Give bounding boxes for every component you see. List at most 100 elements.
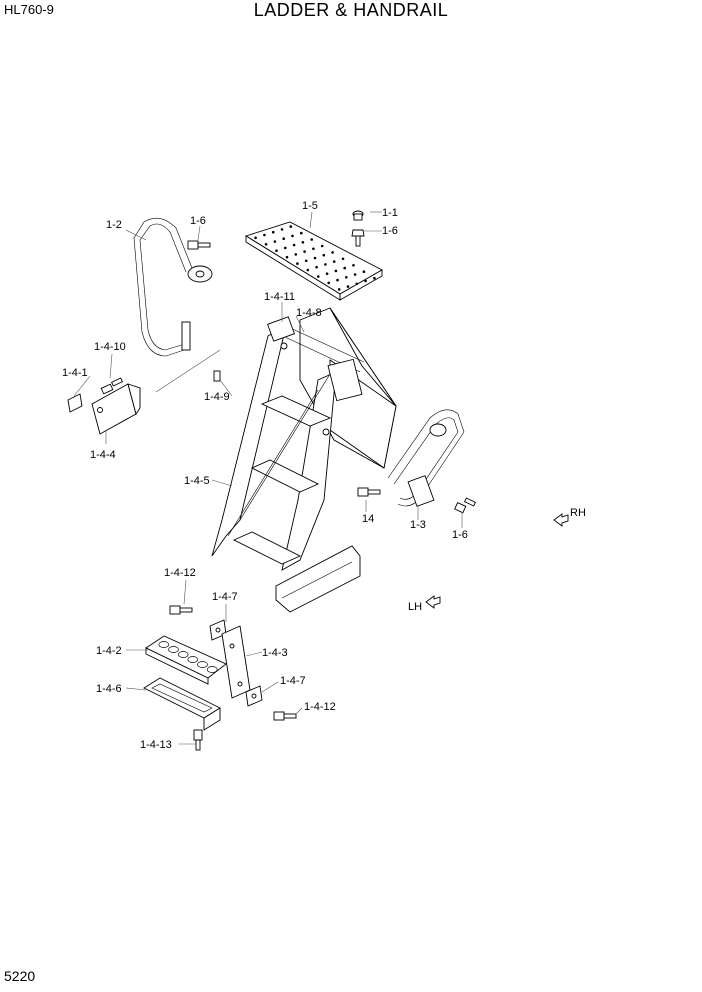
callout-1-4-3: 1-4-3: [262, 647, 288, 659]
perforation-hole: [352, 264, 355, 267]
lh-arrow-icon: [425, 595, 441, 609]
perforation-hole: [282, 237, 286, 240]
perforation-hole: [353, 273, 357, 276]
small-bolt-part: [100, 377, 123, 395]
perforation-hole: [331, 251, 334, 254]
tread-lug: [177, 651, 189, 658]
perforation-hole: [320, 244, 324, 248]
perforation-hole: [289, 225, 293, 228]
tread-lug: [168, 646, 179, 653]
pin-part: [213, 370, 221, 382]
perforation-hole: [292, 243, 296, 247]
perforation-hole: [345, 276, 348, 279]
callout-1-4-5: 1-4-5: [184, 475, 210, 487]
callout-1-4-12-top: 1-4-12: [164, 567, 196, 579]
perforation-hole: [300, 231, 303, 235]
callout-labels: 1-1 1-6 1-5 1-2 1-6 1-4-11 1-4-8 1-4-10 …: [62, 200, 586, 751]
step-bolt-part: [193, 729, 203, 751]
tread-lug: [197, 661, 208, 668]
perforation-hole: [303, 250, 306, 253]
tread-lug: [187, 656, 199, 663]
model-code: HL760-9: [4, 2, 54, 17]
callout-1-4-8: 1-4-8: [296, 307, 322, 319]
perforation-hole: [373, 276, 376, 280]
tread-lug: [206, 666, 218, 673]
perforation-hole: [254, 236, 257, 240]
callout-1-3: 1-3: [410, 519, 426, 531]
perforation-hole: [327, 281, 331, 285]
callout-1-4-13: 1-4-13: [140, 739, 172, 751]
rh-arrow-icon: [553, 513, 569, 527]
perforation-hole: [324, 263, 327, 266]
perforation-hole: [291, 234, 294, 238]
callout-1-6-top-right: 1-6: [382, 225, 398, 237]
handrail-right-part: [387, 409, 465, 507]
callout-1-5: 1-5: [302, 200, 318, 212]
callout-1-4-9: 1-4-9: [204, 391, 230, 403]
ladder-frame-part: [211, 307, 397, 613]
handrail-left-part: [133, 217, 213, 357]
callout-1-4-10: 1-4-10: [94, 341, 126, 353]
callout-1-4-4: 1-4-4: [90, 449, 116, 461]
callout-lh: LH: [408, 601, 422, 613]
step-plate-part: [244, 221, 383, 301]
page-number: 5220: [4, 968, 36, 984]
callout-1-4-7-bottom: 1-4-7: [280, 675, 306, 687]
perforation-hole: [296, 262, 299, 265]
tread-lug: [158, 641, 170, 648]
callout-1-4-6: 1-4-6: [96, 683, 122, 695]
perforation-hole: [273, 240, 277, 243]
perforation-hole: [306, 268, 310, 272]
perforation-hole: [280, 228, 284, 231]
perforation-hole: [334, 269, 338, 273]
perforation-hole: [341, 257, 345, 261]
shim-bottom-part: [245, 685, 263, 707]
perforation-hole: [336, 278, 339, 282]
callout-14: 14: [362, 513, 374, 525]
callout-1-4-11: 1-4-11: [264, 291, 295, 303]
callout-1-2: 1-2: [106, 219, 122, 231]
perforation-hole: [337, 288, 341, 291]
callout-1-4-1: 1-4-1: [62, 367, 88, 379]
perforation-hole: [313, 256, 317, 260]
perforation-hole: [332, 260, 336, 263]
perforation-hole: [310, 238, 314, 241]
hex-bolt-bottom-part: [454, 497, 476, 514]
perforation-hole: [263, 233, 266, 237]
callout-1-4-12-bottom: 1-4-12: [304, 701, 336, 713]
perforation-hole: [264, 243, 268, 246]
callout-1-4-7-top: 1-4-7: [212, 591, 238, 603]
perforation-hole: [355, 282, 359, 286]
perforation-hole: [315, 265, 318, 269]
cap-bolt-part: [351, 210, 365, 247]
perforation-hole: [294, 253, 298, 256]
lower-bolt-bottom-part: [273, 711, 297, 721]
step-frame-part: [143, 677, 221, 731]
perforation-hole: [301, 241, 305, 244]
clip-part: [67, 393, 83, 413]
perforation-hole: [284, 246, 287, 250]
perforation-hole: [364, 279, 367, 283]
perforation-hole: [346, 285, 350, 288]
cover-plate-part: [91, 383, 141, 435]
perforation-hole: [271, 230, 275, 234]
perforation-hole: [325, 272, 329, 276]
lower-tread-part: [145, 635, 227, 685]
callout-1-6-bottom: 1-6: [452, 529, 468, 541]
lower-bolt-top-part: [169, 605, 193, 615]
perforation-hole: [322, 253, 326, 257]
callout-1-1: 1-1: [382, 207, 398, 219]
callout-1-4-2: 1-4-2: [96, 645, 122, 657]
callout-1-6-top-left: 1-6: [190, 215, 206, 227]
perforation-hole: [275, 249, 278, 252]
perforation-hole: [304, 259, 308, 263]
perforation-hole: [362, 270, 366, 274]
perforation-hole: [312, 247, 315, 251]
perforation-hole: [343, 266, 347, 270]
leader-lines: [73, 211, 463, 745]
perforation-hole: [317, 275, 320, 278]
hex-bolt-14-part: [357, 487, 381, 497]
page-title: LADDER & HANDRAIL: [253, 0, 449, 20]
hex-bolt-part: [187, 240, 211, 250]
